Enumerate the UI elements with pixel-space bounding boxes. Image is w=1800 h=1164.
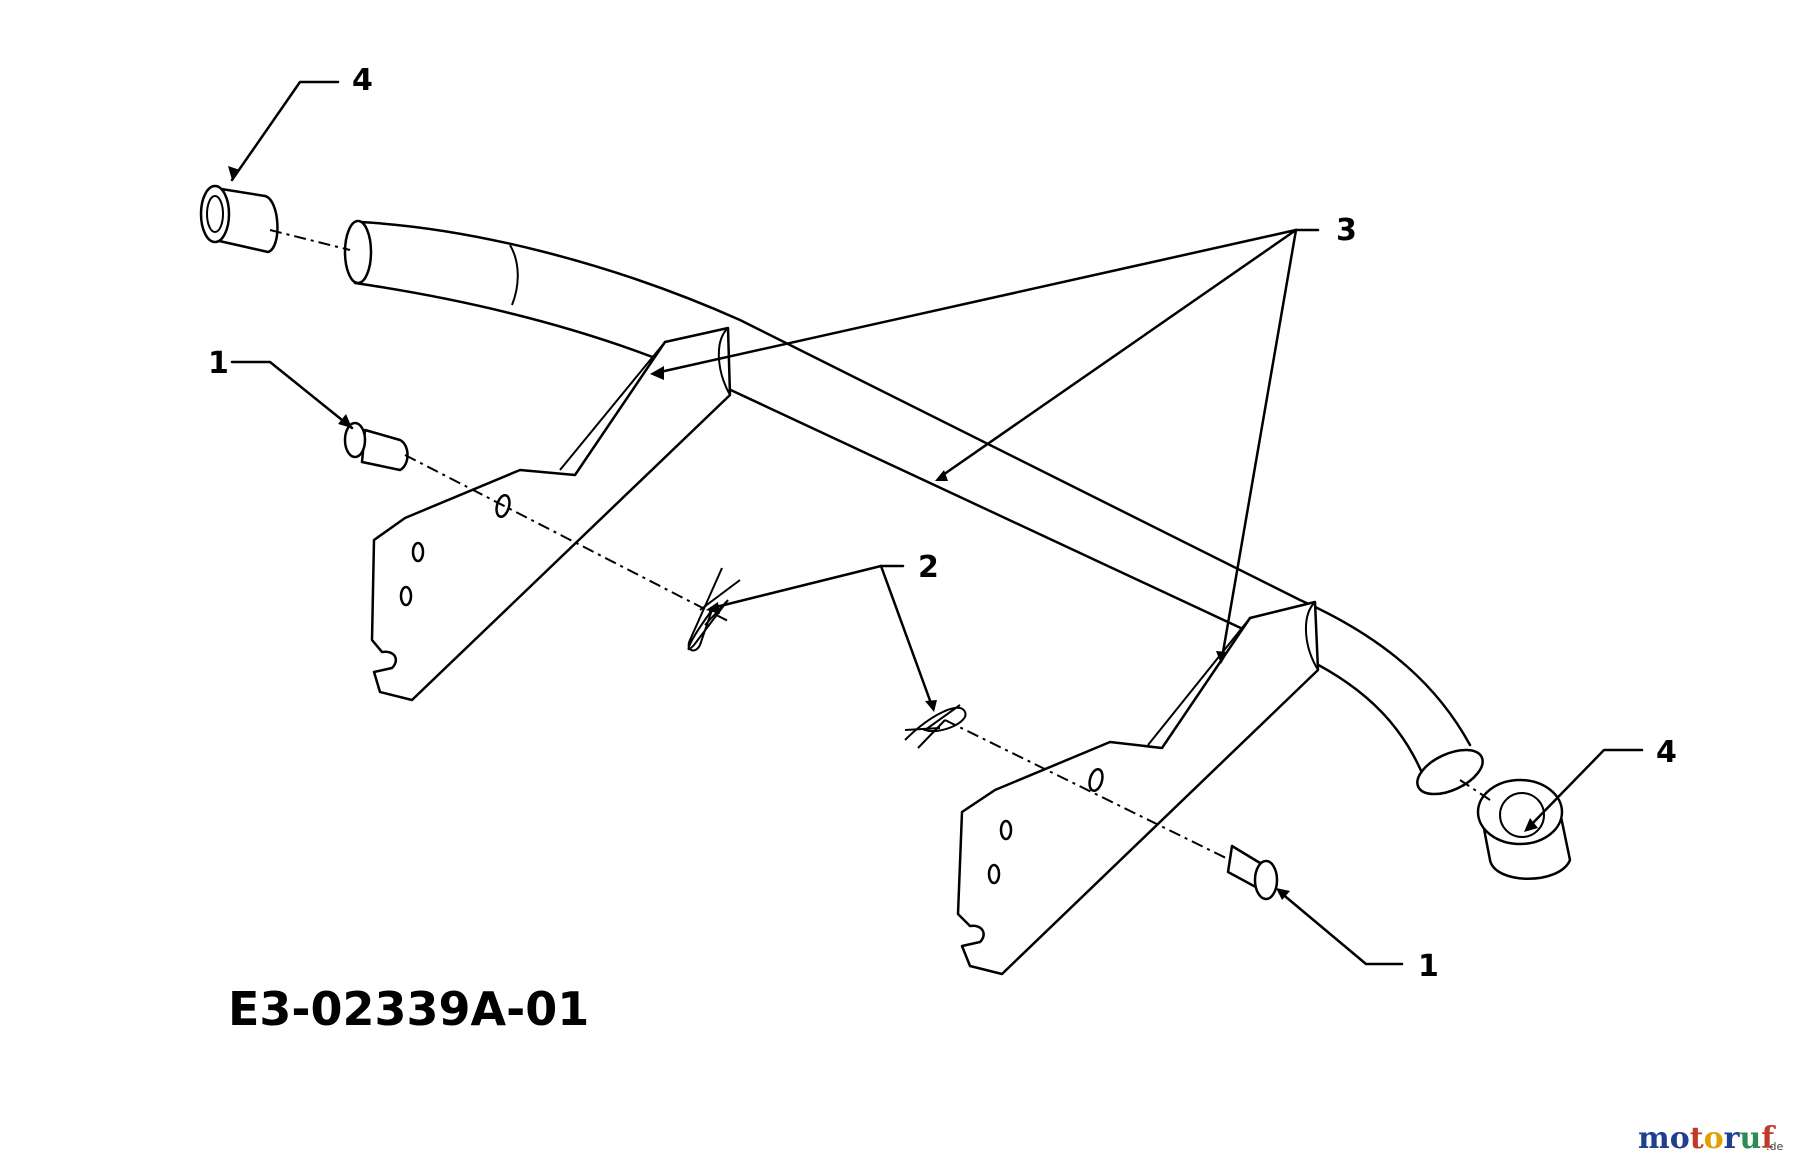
alignment-lines <box>269 229 1491 861</box>
svg-text:motoruf: motoruf <box>1638 1121 1776 1156</box>
watermark-letter: u <box>1739 1121 1761 1156</box>
callout-4-right: 4 <box>1656 735 1677 770</box>
watermark-letter: o <box>1670 1121 1690 1156</box>
end-cap-right <box>1476 778 1572 880</box>
callout-2: 2 <box>918 550 939 585</box>
leader-lines <box>228 80 1644 966</box>
callout-3: 3 <box>1336 213 1357 248</box>
svg-text:.de: .de <box>1766 1140 1783 1153</box>
watermark-letter: t <box>1690 1121 1704 1156</box>
hairpin-right <box>904 704 967 749</box>
watermark-letter: r <box>1724 1121 1741 1156</box>
watermark-letter: o <box>1704 1121 1724 1156</box>
left-bracket <box>370 326 732 702</box>
watermark-logo: motoruf .de <box>1638 1121 1783 1156</box>
pin-left <box>343 421 409 472</box>
end-cap-left <box>199 184 279 254</box>
callout-1-right: 1 <box>1418 949 1439 984</box>
pin-right <box>1226 844 1279 901</box>
callout-4-top: 4 <box>352 63 373 98</box>
callout-1-left: 1 <box>208 346 229 381</box>
watermark-letter: f <box>1761 1121 1776 1156</box>
drawing-code: E3-02339A-01 <box>228 982 589 1036</box>
right-bracket <box>956 600 1320 976</box>
watermark-letter: m <box>1638 1121 1670 1156</box>
axle-tube <box>343 219 1484 796</box>
